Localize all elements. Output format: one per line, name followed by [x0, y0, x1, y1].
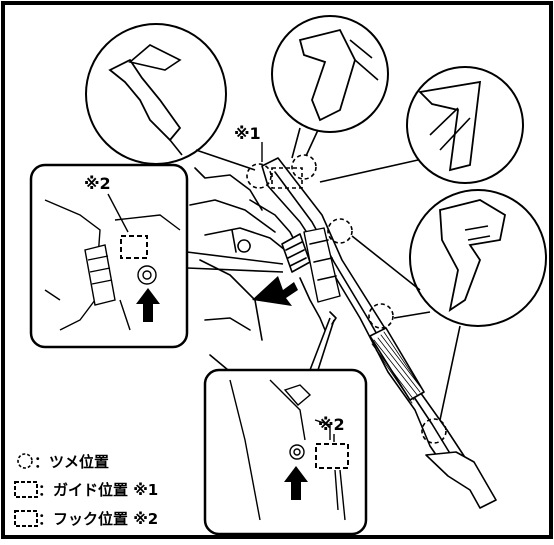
leader-4c: [439, 325, 461, 421]
leader-inset-bottom: [309, 317, 335, 371]
leader-1: [195, 149, 256, 171]
leader-4b: [393, 311, 431, 319]
legend-claw-symbol: [17, 453, 33, 469]
push-arrow-main: [252, 276, 298, 306]
leader-4a: [351, 235, 421, 291]
detail-circle-3: [406, 66, 524, 184]
callout-mark-2-bottom: ※2: [318, 415, 345, 434]
callout-2-left-leader: [107, 193, 129, 233]
legend: ：ツメ位置 ：ガイド位置 ※1 ：フック位置 ※2: [14, 453, 158, 528]
vent-grille: [369, 327, 425, 404]
claw-markers: [246, 154, 447, 444]
legend-guide-symbol: [14, 481, 38, 498]
push-arrow-bottom: [284, 466, 308, 500]
leader-inset-left: [186, 251, 284, 273]
legend-hook-symbol: [14, 510, 38, 527]
legend-claw-label: ：ツメ位置: [34, 453, 109, 471]
inset-bottom: [203, 368, 368, 536]
callout-mark-2-left: ※2: [84, 174, 111, 193]
push-arrow-left: [136, 288, 160, 322]
inset-left: [29, 163, 189, 349]
detail-circle-2: [271, 15, 389, 133]
detail-circle-4: [409, 189, 547, 327]
connector: [281, 227, 341, 303]
leader-2: [291, 127, 319, 159]
detail-circle-1: [85, 23, 227, 165]
center-assembly: [189, 157, 497, 509]
leader-3: [319, 159, 419, 183]
legend-guide-label: ：ガイド位置 ※1: [38, 481, 158, 499]
legend-hook-label: ：フック位置 ※2: [38, 510, 158, 528]
callout-mark-1: ※1: [234, 124, 261, 143]
